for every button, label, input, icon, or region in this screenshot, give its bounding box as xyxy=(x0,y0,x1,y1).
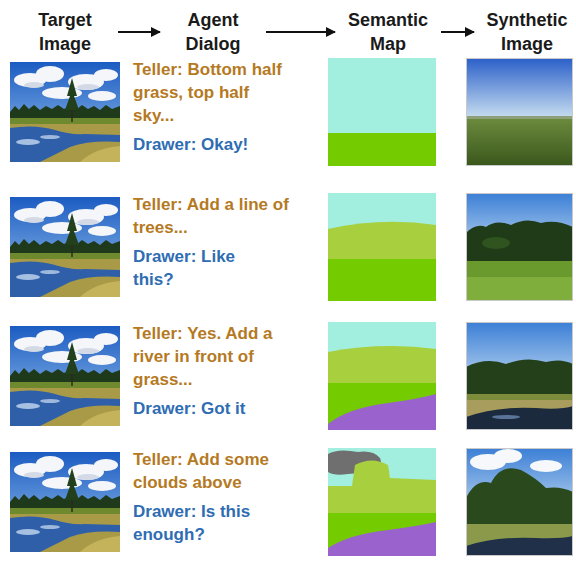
drawer-utterance: Drawer: Is this enough? xyxy=(133,500,275,546)
agent-dialog: Teller: Add a line of trees... Drawer: Li… xyxy=(133,193,289,291)
column-heading: Synthetic Image xyxy=(482,8,572,56)
agent-dialog: Teller: Yes. Add a river in front of gra… xyxy=(133,322,289,420)
map-sky xyxy=(328,58,436,133)
synthetic-grass xyxy=(466,524,573,556)
synthetic-field xyxy=(466,119,573,166)
map-grass xyxy=(328,513,436,556)
agent-dialog: Teller: Add some clouds aboveDrawer: Is … xyxy=(133,448,289,546)
synthetic-forest xyxy=(466,220,573,263)
image-border xyxy=(467,194,573,301)
synthetic-grass-green xyxy=(466,394,573,400)
column-heading: Target Image xyxy=(20,8,110,56)
cloud xyxy=(494,449,522,463)
synthetic-river xyxy=(466,536,573,556)
synthetic-grass-light xyxy=(466,277,573,301)
target-photo xyxy=(10,452,120,552)
flow-arrow xyxy=(118,31,160,33)
flow-arrow xyxy=(441,31,474,33)
synthetic-sky xyxy=(466,58,573,118)
map-sky xyxy=(328,448,436,556)
semantic-map xyxy=(328,322,436,430)
synthetic-image xyxy=(466,322,573,430)
teller-utterance: Teller: Bottom half grass, top half sky.… xyxy=(133,58,289,127)
drawer-utterance: Drawer: Got it xyxy=(133,397,275,420)
map-river xyxy=(328,522,436,556)
synthetic-sky xyxy=(466,448,573,526)
synthetic-sky xyxy=(466,322,573,397)
teller-utterance: Teller: Add some clouds above xyxy=(133,448,289,494)
cloud xyxy=(530,460,562,472)
flow-arrow xyxy=(266,31,335,33)
target-photo xyxy=(10,197,120,297)
column-heading-text: Synthetic Image xyxy=(482,8,572,56)
map-grass xyxy=(328,133,436,166)
target-images xyxy=(10,62,120,552)
map-trees xyxy=(328,222,436,260)
map-trees xyxy=(328,461,436,515)
map-grass xyxy=(328,259,436,301)
target-photo xyxy=(10,62,120,162)
column-heading: Semantic Map xyxy=(343,8,433,56)
drawer-utterance: Drawer: Like this? xyxy=(133,245,275,291)
map-river xyxy=(328,394,436,430)
column-heading-text: Semantic Map xyxy=(343,8,433,56)
forest-highlight xyxy=(482,237,510,249)
image-border xyxy=(467,59,573,166)
semantic-map xyxy=(328,193,436,301)
synthetic-grass xyxy=(466,394,573,430)
map-sky xyxy=(328,193,436,301)
map-grass xyxy=(328,383,436,430)
drawer-utterance: Drawer: Okay! xyxy=(133,133,275,156)
synthetic-trees xyxy=(466,468,573,526)
semantic-map xyxy=(328,448,436,556)
synthetic-grass xyxy=(466,261,573,301)
column-heading: Agent Dialog xyxy=(168,8,258,56)
teller-utterance: Teller: Yes. Add a river in front of gra… xyxy=(133,322,289,391)
image-border xyxy=(467,323,573,430)
synthetic-image xyxy=(466,58,573,166)
synthetic-river xyxy=(466,406,573,430)
synthetic-image xyxy=(466,448,573,556)
target-photo xyxy=(10,326,120,426)
river-reflection xyxy=(492,415,520,419)
semantic-map xyxy=(328,58,436,166)
agent-dialog: Teller: Bottom half grass, top half sky.… xyxy=(133,58,289,156)
synthetic-sky xyxy=(466,193,573,263)
map-trees xyxy=(328,346,436,384)
synthetic-forest xyxy=(466,359,573,397)
map-sky xyxy=(328,322,436,430)
column-heading-text: Target Image xyxy=(20,8,110,56)
teller-utterance: Teller: Add a line of trees... xyxy=(133,193,289,239)
synthetic-clouds xyxy=(470,449,562,472)
image-border xyxy=(467,449,573,556)
column-heading-text: Agent Dialog xyxy=(168,8,258,56)
synthetic-horizon xyxy=(466,116,573,119)
synthetic-image xyxy=(466,193,573,301)
